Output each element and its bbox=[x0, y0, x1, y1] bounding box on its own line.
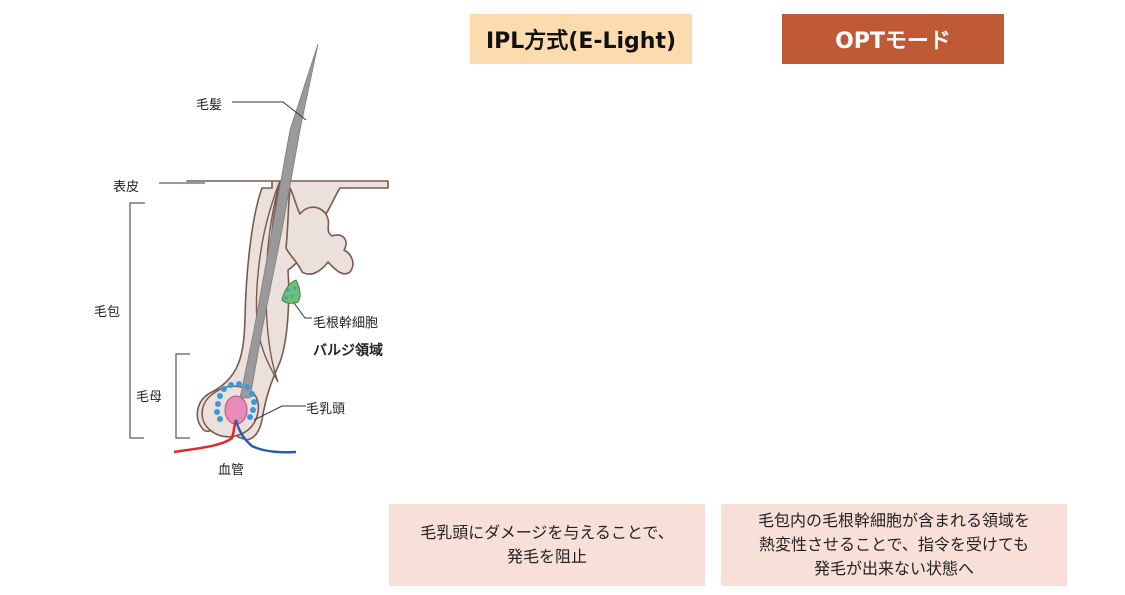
label-papilla: 毛乳頭 bbox=[306, 402, 346, 417]
caption-opt-line-3: 発毛が出来ない状態へ bbox=[813, 559, 974, 578]
panel-anatomy bbox=[129, 43, 389, 454]
caption-opt-line-1: 毛包内の毛根幹細胞が含まれる領域を bbox=[757, 511, 1030, 530]
label-hair: 毛髪 bbox=[196, 98, 223, 113]
leader-lines bbox=[129, 101, 312, 439]
caption-ipl-line-2: 発毛を阻止 bbox=[506, 547, 587, 566]
label-bulge: バルジ領域 bbox=[313, 343, 383, 359]
label-stem-cells: 毛根幹細胞 bbox=[313, 316, 379, 331]
caption-opt: 毛包内の毛根幹細胞が含まれる領域を 熱変性させることで、指令を受けても 発毛が出… bbox=[721, 504, 1067, 586]
caption-ipl-line-1: 毛乳頭にダメージを与えることで、 bbox=[420, 523, 674, 542]
label-follicle: 毛包 bbox=[94, 305, 121, 320]
tab-ipl: IPL方式(E-Light) bbox=[470, 14, 692, 64]
caption-ipl: 毛乳頭にダメージを与えることで、 発毛を阻止 bbox=[389, 504, 705, 586]
label-blood-vessel: 血管 bbox=[218, 463, 245, 478]
label-matrix: 毛母 bbox=[136, 390, 163, 405]
tab-opt: OPTモード bbox=[782, 14, 1004, 64]
label-epidermis: 表皮 bbox=[113, 180, 140, 195]
caption-opt-line-2: 熱変性させることで、指令を受けても bbox=[758, 535, 1030, 554]
follicle-diagram-1 bbox=[173, 43, 389, 454]
